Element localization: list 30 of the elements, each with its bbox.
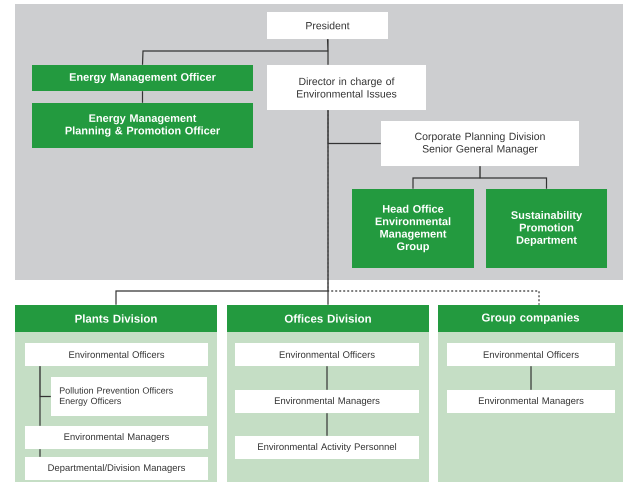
connector-line (142, 91, 144, 103)
connector-line (39, 449, 41, 457)
connector-line (530, 366, 532, 390)
connector-line (142, 39, 329, 65)
officer-box: Energy Management Planning & Promotion Officer (32, 103, 253, 148)
group-box: Head Office Environmental Management Group (352, 189, 474, 268)
connector-line (479, 166, 548, 189)
manager-box: Corporate Planning Division Senior General Manager (381, 121, 579, 166)
director-box: Director in charge of Environmental Issues (267, 65, 426, 110)
role-box: Environmental Managers (235, 390, 419, 413)
role-box: Environmental Officers (25, 343, 208, 366)
role-box: Environmental Managers (25, 426, 208, 449)
division-header: Plants Division (15, 305, 217, 332)
division-header: Offices Division (227, 305, 429, 332)
title-box: President (267, 12, 388, 39)
role-box: Environmental Activity Personnel (235, 436, 419, 459)
role-box: Pollution Prevention Officers Energy Officers (51, 377, 207, 416)
department-box: Sustainability Promotion Department (486, 189, 607, 268)
officer-box: Energy Management Officer (32, 65, 253, 91)
role-box: Environmental Officers (235, 343, 419, 366)
role-box: Departmental/Division Managers (25, 457, 208, 480)
connector-line (327, 110, 329, 305)
connector-line (326, 366, 328, 390)
connector-line (327, 110, 540, 305)
connector-line (326, 413, 328, 436)
role-box: Environmental Officers (447, 343, 615, 366)
connector-line (39, 366, 41, 426)
role-box: Environmental Managers (447, 390, 615, 413)
connector-line (327, 39, 329, 65)
division-header: Group companies (438, 305, 623, 332)
